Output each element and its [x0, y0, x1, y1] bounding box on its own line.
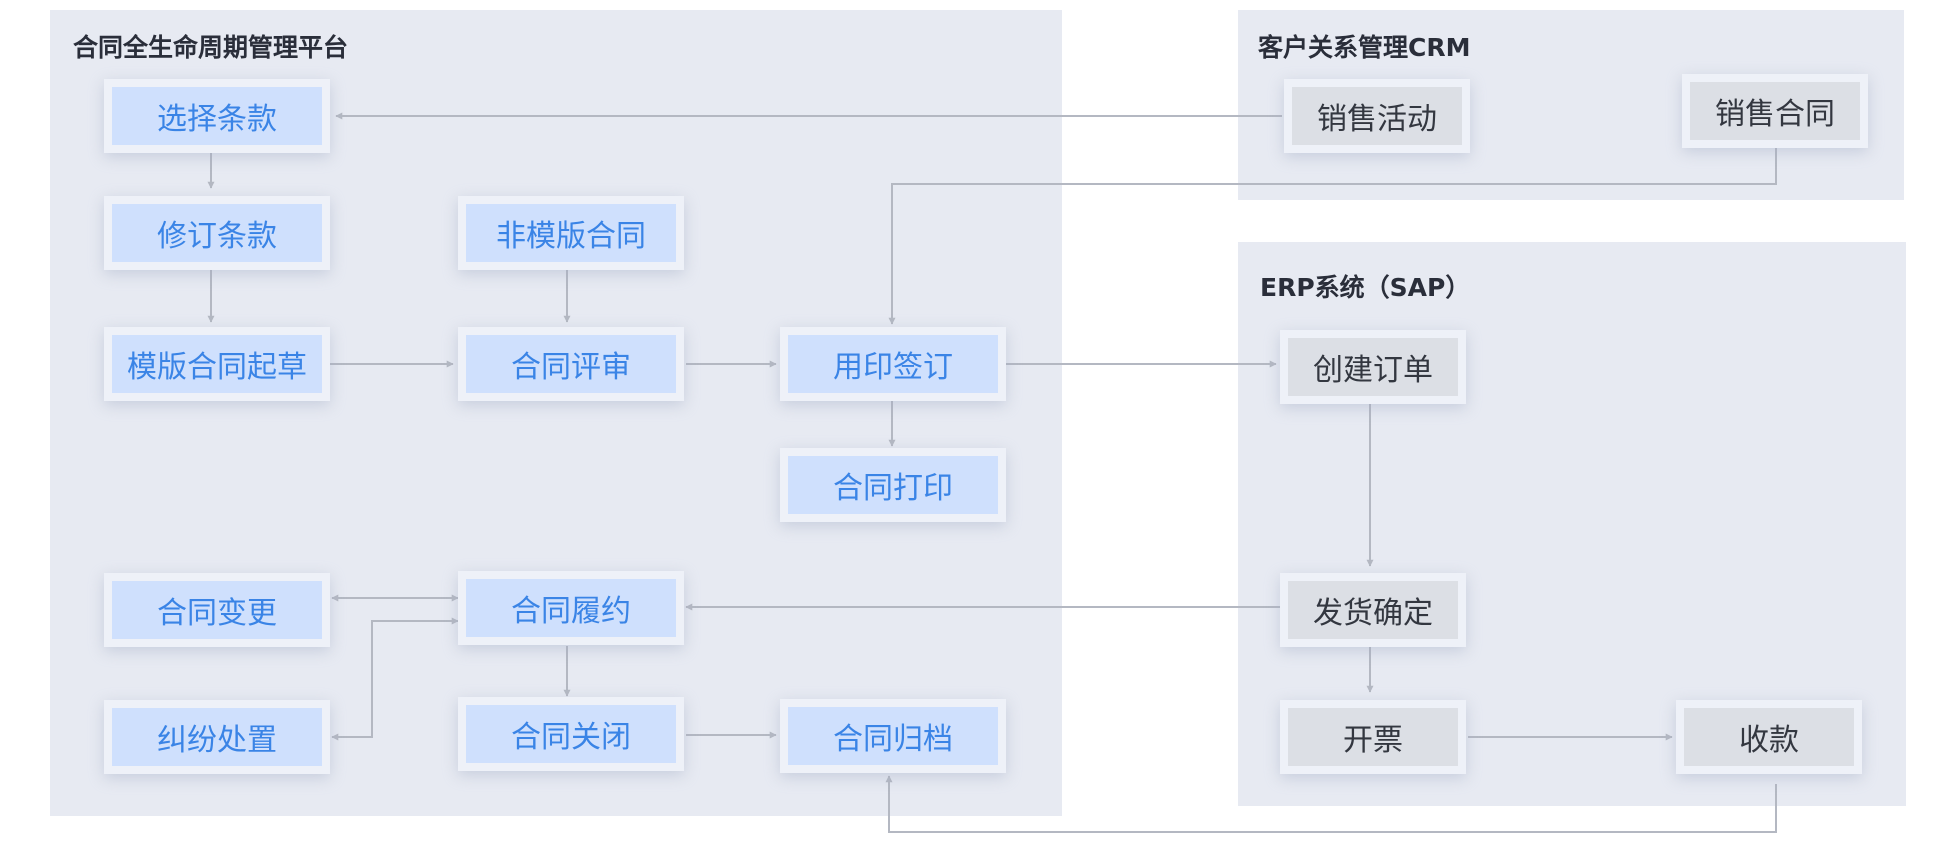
node-payment-collection[interactable]: 收款 [1676, 700, 1862, 774]
node-dispute-handling[interactable]: 纠纷处置 [104, 700, 330, 774]
node-sales-activity[interactable]: 销售活动 [1284, 79, 1470, 153]
node-create-order[interactable]: 创建订单 [1280, 330, 1466, 404]
crm-title: 客户关系管理CRM [1258, 33, 1471, 62]
node-contract-archive[interactable]: 合同归档 [780, 699, 1006, 773]
node-delivery-confirm[interactable]: 发货确定 [1280, 573, 1466, 647]
node-template-draft[interactable]: 模版合同起草 [104, 327, 330, 401]
node-contract-close[interactable]: 合同关闭 [458, 697, 684, 771]
node-select-clause[interactable]: 选择条款 [104, 79, 330, 153]
node-seal-signing[interactable]: 用印签订 [780, 327, 1006, 401]
node-contract-change[interactable]: 合同变更 [104, 573, 330, 647]
node-sales-contract[interactable]: 销售合同 [1682, 74, 1868, 148]
node-contract-fulfillment[interactable]: 合同履约 [458, 571, 684, 645]
edge-payment-to-archive [885, 775, 1777, 833]
erp-title: ERP系统（SAP） [1260, 273, 1471, 302]
node-revise-clause[interactable]: 修订条款 [104, 196, 330, 270]
contract-platform-title: 合同全生命周期管理平台 [73, 33, 349, 62]
node-non-template-contract[interactable]: 非模版合同 [458, 196, 684, 270]
node-contract-review[interactable]: 合同评审 [458, 327, 684, 401]
node-invoicing[interactable]: 开票 [1280, 700, 1466, 774]
edge-sales-contract-to-seal-signing [888, 148, 1777, 325]
edge-fulfillment-dispute-bidirectional [331, 617, 459, 741]
node-contract-print[interactable]: 合同打印 [780, 448, 1006, 522]
